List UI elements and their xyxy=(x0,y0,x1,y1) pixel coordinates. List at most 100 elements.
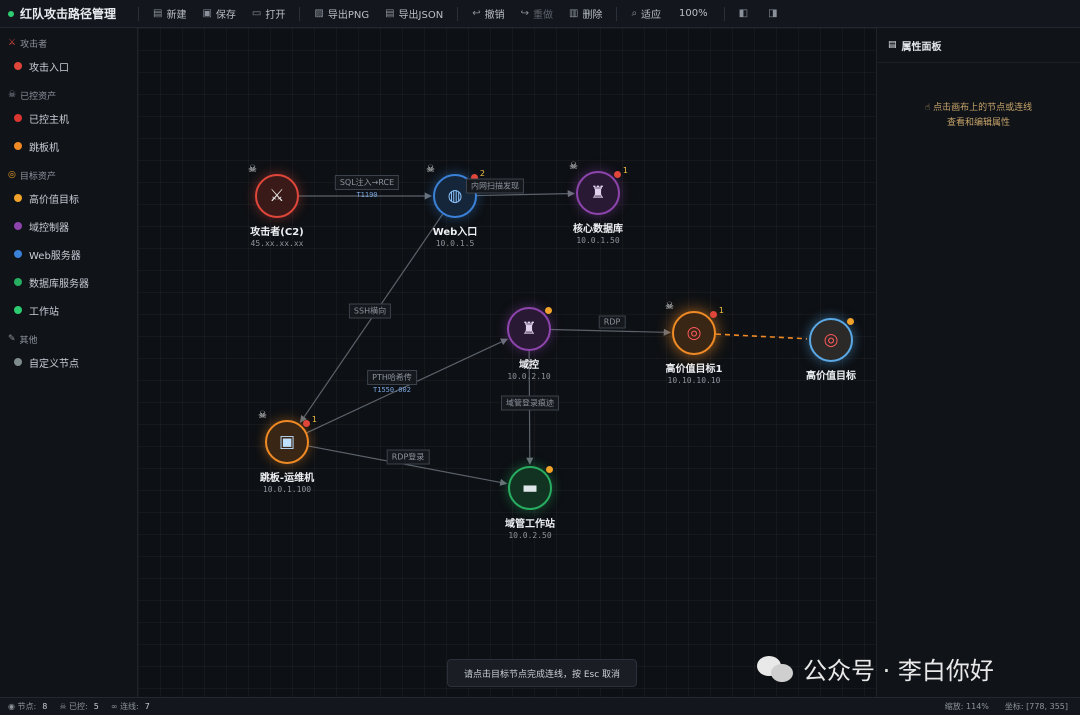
export-json-label: 导出JSON xyxy=(398,10,444,21)
castle-icon: ♜ xyxy=(521,319,537,339)
edge-count-value: 7 xyxy=(144,702,150,711)
edge-dc-hvt1[interactable] xyxy=(550,328,671,336)
toggle-right-panel-button[interactable]: ◨ xyxy=(761,3,788,25)
edge-label-text: PTH哈希传 xyxy=(367,370,417,385)
color-dot-icon xyxy=(14,358,22,366)
toolbar-divider xyxy=(457,6,459,21)
group-title-targets: ◎目标资产 xyxy=(0,166,137,184)
node-jump-circle[interactable]: ☠ 1 ▣ xyxy=(258,410,317,464)
palette-item-custom-node[interactable]: 自定义节点 xyxy=(0,348,137,376)
color-dot-icon xyxy=(14,114,22,122)
edge-count: ∞ 连线: 7 xyxy=(111,701,150,712)
link-icon: ∞ xyxy=(110,702,118,711)
folder-icon: ▭ xyxy=(251,8,262,19)
node-db-circle[interactable]: ☠ 1 ♜ xyxy=(569,161,628,215)
node-high-value-target-1[interactable]: ☠ 1 ◎ 高价值目标1 10.10.10.10 xyxy=(634,301,754,385)
group-title-controlled: ☠已控资产 xyxy=(0,86,137,104)
edge-label-text: 域管登录痕迹 xyxy=(501,395,559,411)
node-hvt2-circle[interactable]: ◎ xyxy=(809,318,854,362)
node-attacker[interactable]: ☠ ⚔ 攻击者(C2) 45.xx.xx.xx xyxy=(217,164,337,248)
terminal-icon: ▣ xyxy=(278,432,296,452)
palette-item-domain-controller[interactable]: 域控制器 xyxy=(0,212,137,240)
status-bar: ◉ 节点:8 ☠ 已控:5 ∞ 连线:7 缩放: 114% 坐标: [778, … xyxy=(0,697,1080,715)
new-label: 新建 xyxy=(166,10,187,21)
node-palette-sidebar: ⚔攻击者 攻击入口 ☠已控资产 已控主机 跳板机 ◎目标资产 高价值目标 域控制… xyxy=(0,28,138,697)
edge-jump-dc[interactable] xyxy=(306,338,509,434)
node-high-value-target[interactable]: ◎ 高价值目标 xyxy=(771,318,876,382)
open-button[interactable]: ▭打开 xyxy=(245,3,292,25)
node-core-database[interactable]: ☠ 1 ♜ 核心数据库 10.0.1.50 xyxy=(538,161,658,245)
edge-count-label: 连线: xyxy=(120,702,139,711)
edge-label-admin-trace[interactable]: 域管登录痕迹 xyxy=(501,395,559,411)
app-title-text: 红队攻击路径管理 xyxy=(20,7,117,21)
toolbar-divider xyxy=(138,6,140,21)
palette-item-high-value-target[interactable]: 高价值目标 xyxy=(0,184,137,212)
coordinate-readout: 坐标: [778, 355] xyxy=(1004,702,1068,711)
node-ip: 10.0.2.10 xyxy=(507,372,551,381)
toggle-left-panel-button[interactable]: ◧ xyxy=(732,3,759,25)
edge-label-text: RDP登录 xyxy=(386,449,430,465)
edge-label-rdp-login[interactable]: RDP登录 xyxy=(386,449,430,465)
palette-item-database-server[interactable]: 数据库服务器 xyxy=(0,268,137,296)
zoom-level: 100% xyxy=(679,8,708,19)
palette-item-workstation[interactable]: 工作站 xyxy=(0,296,137,324)
node-ip: 10.10.10.10 xyxy=(667,376,721,385)
panel-right-icon: ◨ xyxy=(768,8,778,19)
controlled-count: ☠ 已控:5 xyxy=(59,701,99,712)
export-json-button[interactable]: ▤导出JSON xyxy=(378,3,450,25)
target-icon: ◎ xyxy=(823,330,839,350)
status-badge-icon xyxy=(546,466,553,473)
redo-button[interactable]: ↪重做 xyxy=(514,3,560,25)
new-button[interactable]: ▤新建 xyxy=(146,3,193,25)
edge-label-text: 内网扫描发现 xyxy=(466,178,524,194)
compromised-badge-icon xyxy=(303,420,310,427)
edge-label-ssh[interactable]: SSH横向 xyxy=(348,303,392,319)
sword-icon: ⚔ xyxy=(8,38,17,48)
image-icon: ▨ xyxy=(314,8,324,19)
color-dot-icon xyxy=(14,306,22,314)
node-label: 高价值目标1 xyxy=(665,364,723,375)
node-dc-circle[interactable]: ♜ xyxy=(507,307,552,351)
palette-item-web-server[interactable]: Web服务器 xyxy=(0,240,137,268)
controlled-count-value: 5 xyxy=(93,702,99,711)
save-button[interactable]: ▣保存 xyxy=(195,3,242,25)
node-label: 攻击者(C2) xyxy=(250,227,304,238)
palette-item-controlled-host[interactable]: 已控主机 xyxy=(0,104,137,132)
edge-label-scan[interactable]: 内网扫描发现 xyxy=(466,178,524,194)
edge-hvt1-hvt2[interactable] xyxy=(715,333,808,340)
fit-button[interactable]: ⌕适应 xyxy=(624,3,668,25)
undo-button[interactable]: ↩撤销 xyxy=(465,3,511,25)
delete-label: 删除 xyxy=(582,10,603,21)
hint-line-1: 点击画布上的节点或连线 xyxy=(933,103,1033,113)
palette-item-jump-host[interactable]: 跳板机 xyxy=(0,132,137,160)
save-icon: ▣ xyxy=(202,8,212,19)
toolbar-divider xyxy=(299,6,301,21)
node-admin-workstation[interactable]: ▬ 域管工作站 10.0.2.50 xyxy=(470,466,590,540)
node-jump-host[interactable]: ☠ 1 ▣ 跳板-运维机 10.0.1.100 xyxy=(227,410,347,494)
node-label: 核心数据库 xyxy=(573,224,623,235)
node-attacker-circle[interactable]: ☠ ⚔ xyxy=(248,164,299,218)
node-domain-controller[interactable]: ♜ 域控 10.0.2.10 xyxy=(469,307,589,381)
edge-label-text: RDP xyxy=(598,315,626,329)
toolbar-divider xyxy=(723,6,725,21)
palette-item-label: 攻击入口 xyxy=(29,62,69,74)
redo-label: 重做 xyxy=(532,10,553,21)
graph-canvas[interactable]: ☠ ⚔ 攻击者(C2) 45.xx.xx.xx ☠ 2 ◍ Web入口 10.0… xyxy=(138,28,876,697)
node-count: ◉ 节点:8 xyxy=(8,701,47,712)
node-ws-circle[interactable]: ▬ xyxy=(508,466,553,510)
export-png-button[interactable]: ▨导出PNG xyxy=(307,3,376,25)
edge-web-db[interactable] xyxy=(476,190,575,198)
edge-label-text: SQL注入→RCE xyxy=(334,175,400,190)
edge-label-rdp[interactable]: RDP xyxy=(598,315,626,329)
node-ip: 10.0.1.5 xyxy=(435,239,475,248)
color-dot-icon xyxy=(14,278,22,286)
edge-jump-ws[interactable] xyxy=(308,445,508,486)
watermark: 公众号 · 李白你好 xyxy=(757,651,994,686)
palette-item-attack-entry[interactable]: 攻击入口 xyxy=(0,52,137,80)
palette-item-label: 自定义节点 xyxy=(29,358,79,370)
delete-button[interactable]: ▥删除 xyxy=(562,3,609,25)
node-hvt1-circle[interactable]: ☠ 1 ◎ xyxy=(665,301,724,355)
monitor-icon: ▬ xyxy=(521,478,539,498)
